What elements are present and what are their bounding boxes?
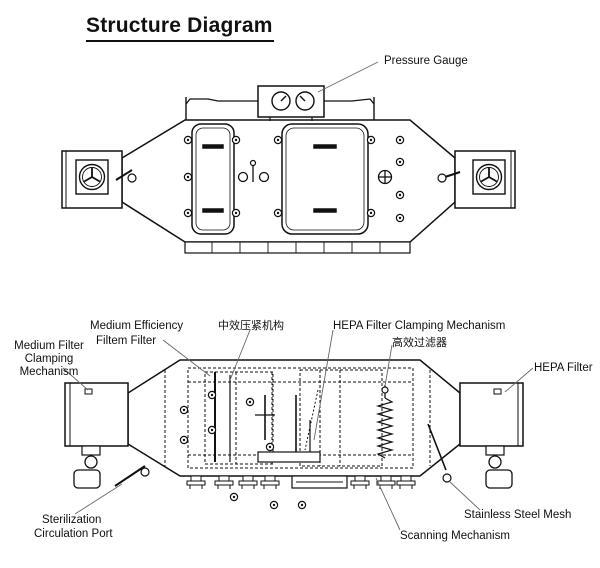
label-hepa-clamping: HEPA Filter Clamping Mechanism [333,320,506,332]
label-medium-efficiency-filter-1: Medium Efficiency [90,320,184,332]
door-right [281,123,369,235]
label-hepa-filter: HEPA Filter [534,362,593,374]
diagram-title: Structure Diagram [86,14,273,37]
fan-left-top [75,159,109,195]
section-view [64,359,524,489]
right-duct-section [459,382,524,447]
door-left [191,123,235,235]
left-duct-section [64,382,129,447]
top-view [61,85,516,254]
label-cn-medium-clamping: 中效压紧机构 [218,319,284,332]
label-cn-hepa-filter: 高效过滤器 [392,336,447,349]
fan-right-top [472,159,506,195]
label-medium-clamping-3: Mechanism [19,366,79,378]
label-scanning-mechanism: Scanning Mechanism [400,530,510,542]
label-medium-efficiency-filter-2: Filtem Filter [96,335,157,347]
label-medium-clamping-2: Clamping [24,353,74,365]
title-underline [86,40,274,42]
label-sterilization-1: Sterilization [42,514,102,526]
label-stainless-mesh: Stainless Steel Mesh [464,509,572,521]
label-medium-clamping-1: Medium Filter [14,340,84,352]
label-sterilization-2: Circulation Port [34,528,113,540]
base-rail [184,241,411,254]
leader-lines [62,61,534,531]
label-pressure-gauge: Pressure Gauge [384,55,468,67]
clamping-spring [375,397,395,459]
